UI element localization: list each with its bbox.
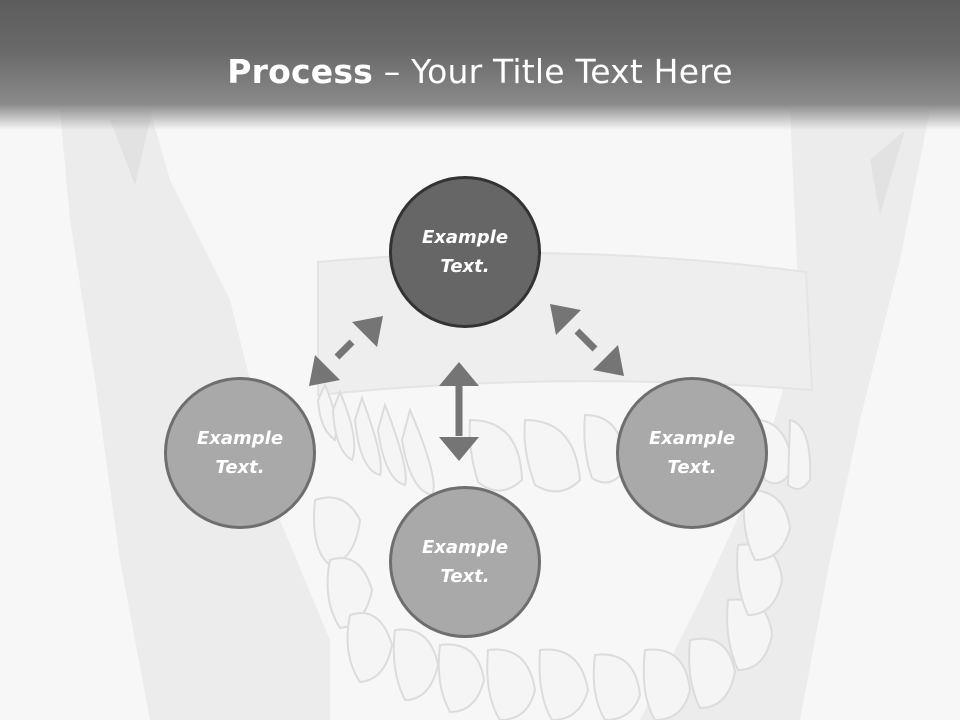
arrowhead-tr-b (593, 345, 624, 376)
node-top-text: Example Text. (410, 223, 520, 281)
node-left-line1: Example (196, 428, 284, 449)
arrow-top-right (574, 328, 598, 352)
node-right-text: Example Text. (637, 424, 747, 482)
arrow-top-left (334, 339, 355, 360)
title-bar (0, 0, 960, 130)
node-left-text: Example Text. (185, 424, 295, 482)
node-top-line2: Text. (440, 256, 490, 277)
arrowhead-tl-b (309, 355, 340, 386)
arrowhead-tr-a (550, 304, 581, 335)
node-top-line1: Example (421, 227, 509, 248)
arrowhead-v-a (439, 362, 479, 386)
arrowhead-v-b (439, 437, 479, 461)
node-bottom-line2: Text. (440, 566, 490, 587)
arrowhead-tl-a (352, 316, 383, 347)
node-bottom-text: Example Text. (410, 533, 520, 591)
node-right-line1: Example (648, 428, 736, 449)
process-node-top: Example Text. (389, 176, 541, 328)
node-right-line2: Text. (667, 457, 717, 478)
title-rest: – Your Title Text Here (373, 52, 733, 91)
process-node-right: Example Text. (616, 377, 768, 529)
node-left-line2: Text. (215, 457, 265, 478)
slide-title: Process – Your Title Text Here (0, 52, 960, 91)
title-bold: Process (227, 52, 374, 91)
node-bottom-line1: Example (421, 537, 509, 558)
process-node-bottom: Example Text. (389, 486, 541, 638)
process-node-left: Example Text. (164, 377, 316, 529)
